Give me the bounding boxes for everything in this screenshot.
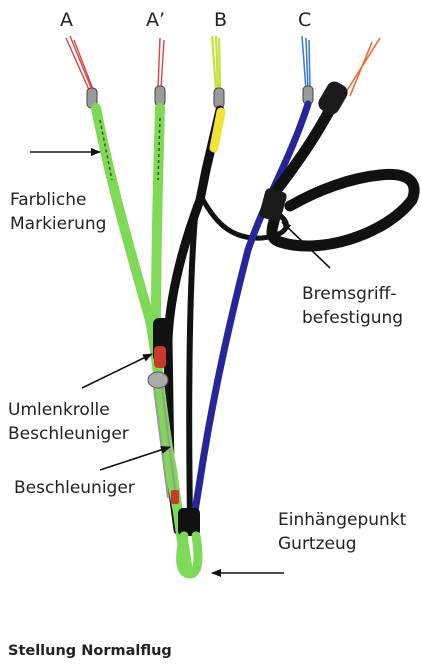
label-brake-mount-2: befestigung — [302, 308, 403, 329]
label-brake-mount-1: Bremsgriff- — [302, 284, 397, 305]
line-a-red — [66, 36, 94, 92]
arrow-pulley — [82, 354, 152, 388]
line-c-blue — [302, 36, 310, 90]
riser-label-a: A — [60, 10, 73, 31]
pulley-red — [154, 346, 166, 368]
label-color-marking-1: Farbliche — [10, 190, 86, 211]
label-accelerator: Beschleuniger — [14, 478, 135, 499]
accelerator-clip — [171, 490, 179, 504]
brake-handle — [272, 98, 414, 246]
brake-swivel — [315, 79, 350, 118]
line-b-yellow — [212, 36, 220, 90]
riser-label-b: B — [214, 10, 227, 31]
arrow-accelerator — [100, 447, 170, 470]
figure-caption: Stellung Normalflug — [8, 643, 172, 659]
riser-label-a-prime: A’ — [146, 10, 165, 31]
label-pulley-1: Umlenkrolle — [8, 400, 110, 421]
label-color-marking-2: Markierung — [10, 214, 106, 235]
maillons — [87, 86, 313, 108]
label-attachment-1: Einhängepunkt — [278, 510, 406, 531]
riser-b-second — [189, 205, 196, 520]
line-brake-orange — [346, 38, 380, 96]
pulley-metal — [148, 372, 168, 388]
label-attachment-2: Gurtzeug — [278, 534, 357, 555]
label-pulley-2: Beschleuniger — [8, 424, 129, 445]
riser-label-c: C — [298, 10, 311, 31]
line-a-prime-red — [158, 38, 164, 88]
